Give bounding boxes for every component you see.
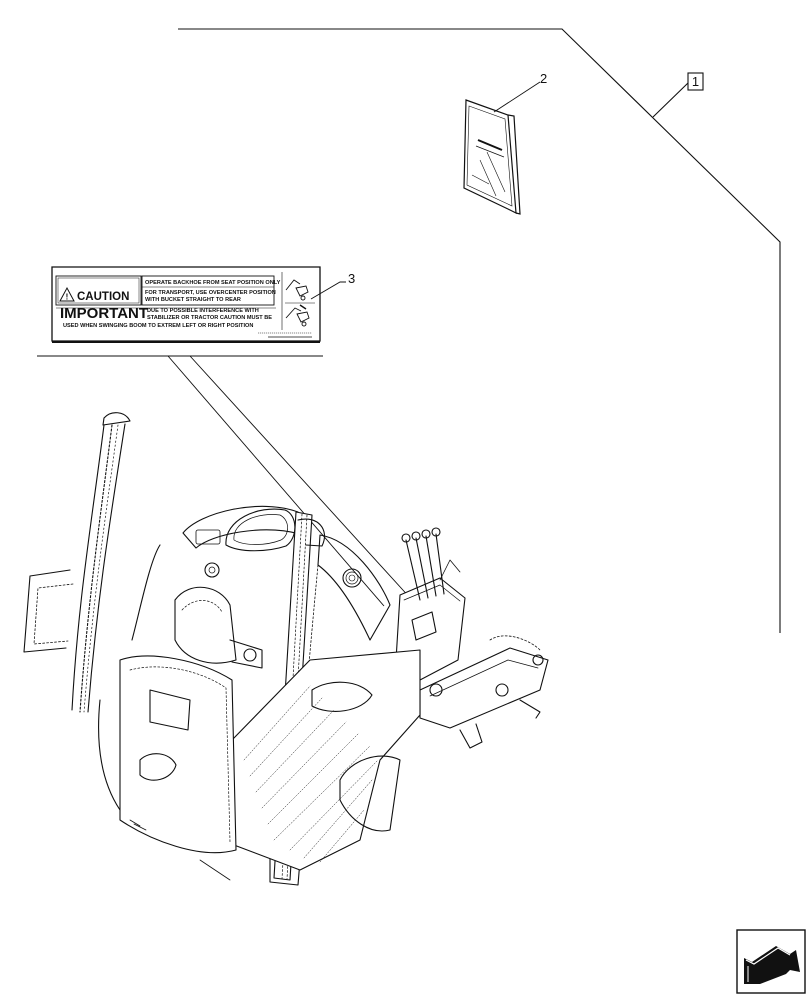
leader-2 — [493, 81, 541, 113]
svg-text:CAUTION: CAUTION — [77, 291, 129, 303]
svg-text:USED WHEN SWINGING BOOM TO EXT: USED WHEN SWINGING BOOM TO EXTREM LEFT O… — [63, 323, 253, 329]
leader-3 — [310, 281, 346, 300]
assembly-bracket — [178, 28, 781, 633]
svg-text:DUE TO POSSIBLE INTERFERENCE W: DUE TO POSSIBLE INTERFERENCE WITH — [147, 308, 259, 314]
svg-text:FOR TRANSPORT, USE OVERCENTER: FOR TRANSPORT, USE OVERCENTER POSITION — [145, 290, 276, 296]
svg-text:IMPORTANT: IMPORTANT — [60, 305, 148, 322]
callout-2[interactable]: 2 — [540, 71, 547, 86]
svg-text:WITH BUCKET STRAIGHT TO REAR: WITH BUCKET STRAIGHT TO REAR — [145, 297, 241, 303]
view-direction-arrow-icon — [736, 929, 806, 994]
decal-location-leader — [37, 355, 413, 607]
callout-1[interactable]: 1 — [687, 72, 704, 91]
svg-text:1: 1 — [692, 74, 699, 89]
svg-text:OPERATE BACKHOE FROM SEAT POSI: OPERATE BACKHOE FROM SEAT POSITION ONLY — [145, 280, 281, 286]
operator-manual-booklet-icon[interactable] — [463, 99, 521, 215]
callout-3[interactable]: 3 — [348, 271, 355, 286]
tractor-operator-platform — [23, 412, 549, 886]
warning-decal[interactable]: ! CAUTION OPERATE BACKHOE FROM SEAT POSI… — [51, 266, 321, 343]
svg-text:!: ! — [66, 293, 69, 302]
svg-text:STABILIZER OR TRACTOR CAUTION: STABILIZER OR TRACTOR CAUTION MUST BE — [147, 315, 272, 321]
warning-triangle-icon — [59, 286, 75, 302]
backhoe-pictogram-icon — [285, 279, 315, 327]
